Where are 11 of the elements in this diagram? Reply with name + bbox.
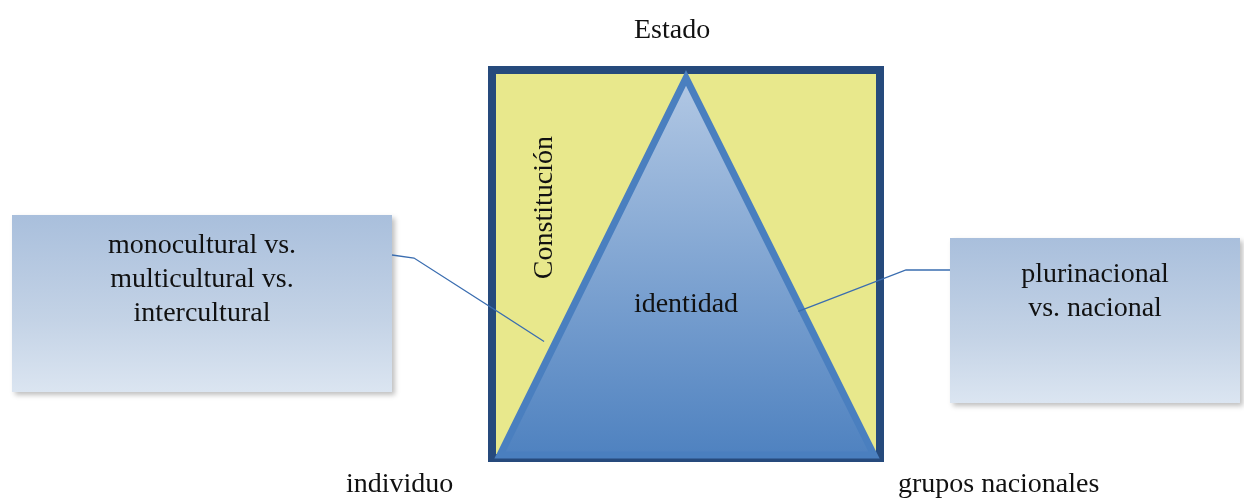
corner-label: Estado xyxy=(634,12,711,46)
leader-line xyxy=(797,269,951,312)
callout-text: monocultural vs. multicultural vs. intercultural xyxy=(106,227,298,329)
corner-label: individuo xyxy=(346,466,454,500)
leader-line xyxy=(391,254,545,343)
triangle-label: identidad xyxy=(632,286,740,320)
callout-panel xyxy=(12,215,392,392)
callout-panel xyxy=(950,238,1240,403)
corner-label: grupos nacionales xyxy=(898,466,1100,500)
callout-text: plurinacional vs. nacional xyxy=(1020,256,1170,324)
vertical-label: Constitución xyxy=(526,136,559,280)
